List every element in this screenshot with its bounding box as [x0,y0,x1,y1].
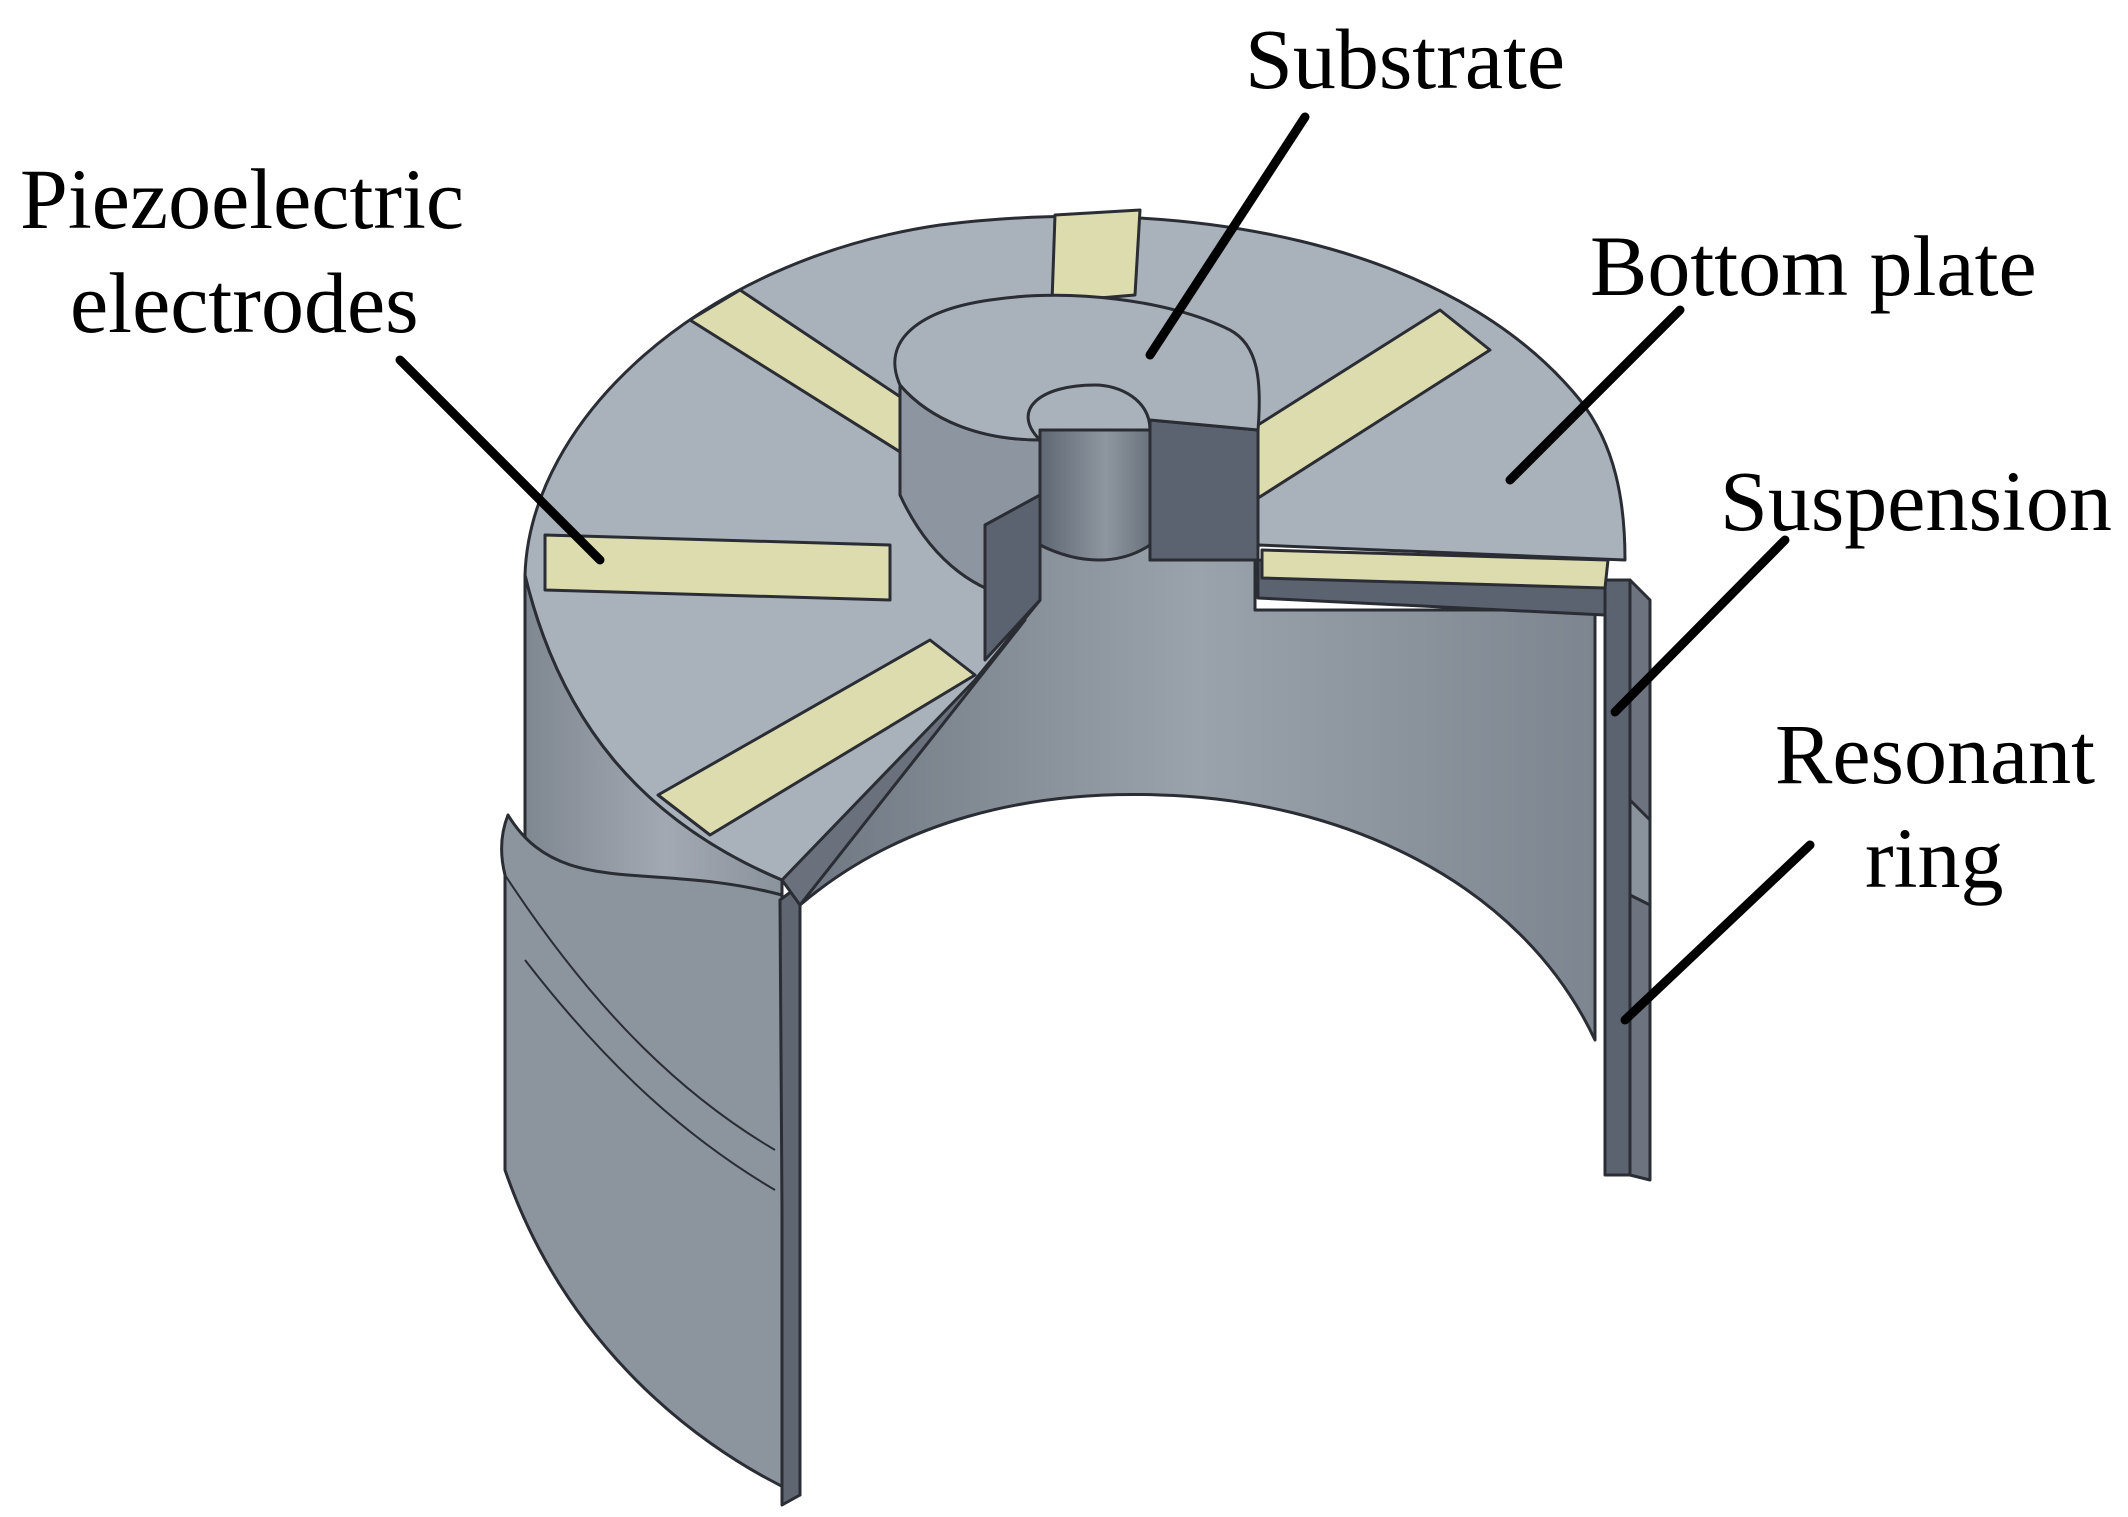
label-resonant-line1: Resonant [1775,706,2095,802]
electrode-5 [1260,548,1610,590]
electrode-3 [1050,208,1142,304]
label-resonant-line2: ring [1865,810,2004,906]
electrode-1 [543,533,892,602]
cut-face-right [1256,558,1652,1182]
leader-piezo [395,355,605,565]
leader-resonant [1620,840,1815,1025]
leader-lines [395,112,1815,1025]
leader-substrate [1145,112,1310,360]
piezoelectric-electrodes [543,208,1610,837]
label-piezo-line1: Piezoelectric [20,151,464,247]
electrode-6 [656,638,977,837]
leader-suspension [1610,535,1790,717]
label-substrate: Substrate [1245,11,1565,107]
substrate-hub [893,293,1261,662]
leader-bottom-plate [1505,305,1685,485]
outer-wall [500,573,802,1497]
label-suspension: Suspension [1720,453,2112,549]
label-bottom-plate: Bottom plate [1590,218,2037,314]
label-piezo-line2: electrodes [70,255,419,351]
labels: Substrate Piezoelectric electrodes Botto… [20,11,2112,906]
